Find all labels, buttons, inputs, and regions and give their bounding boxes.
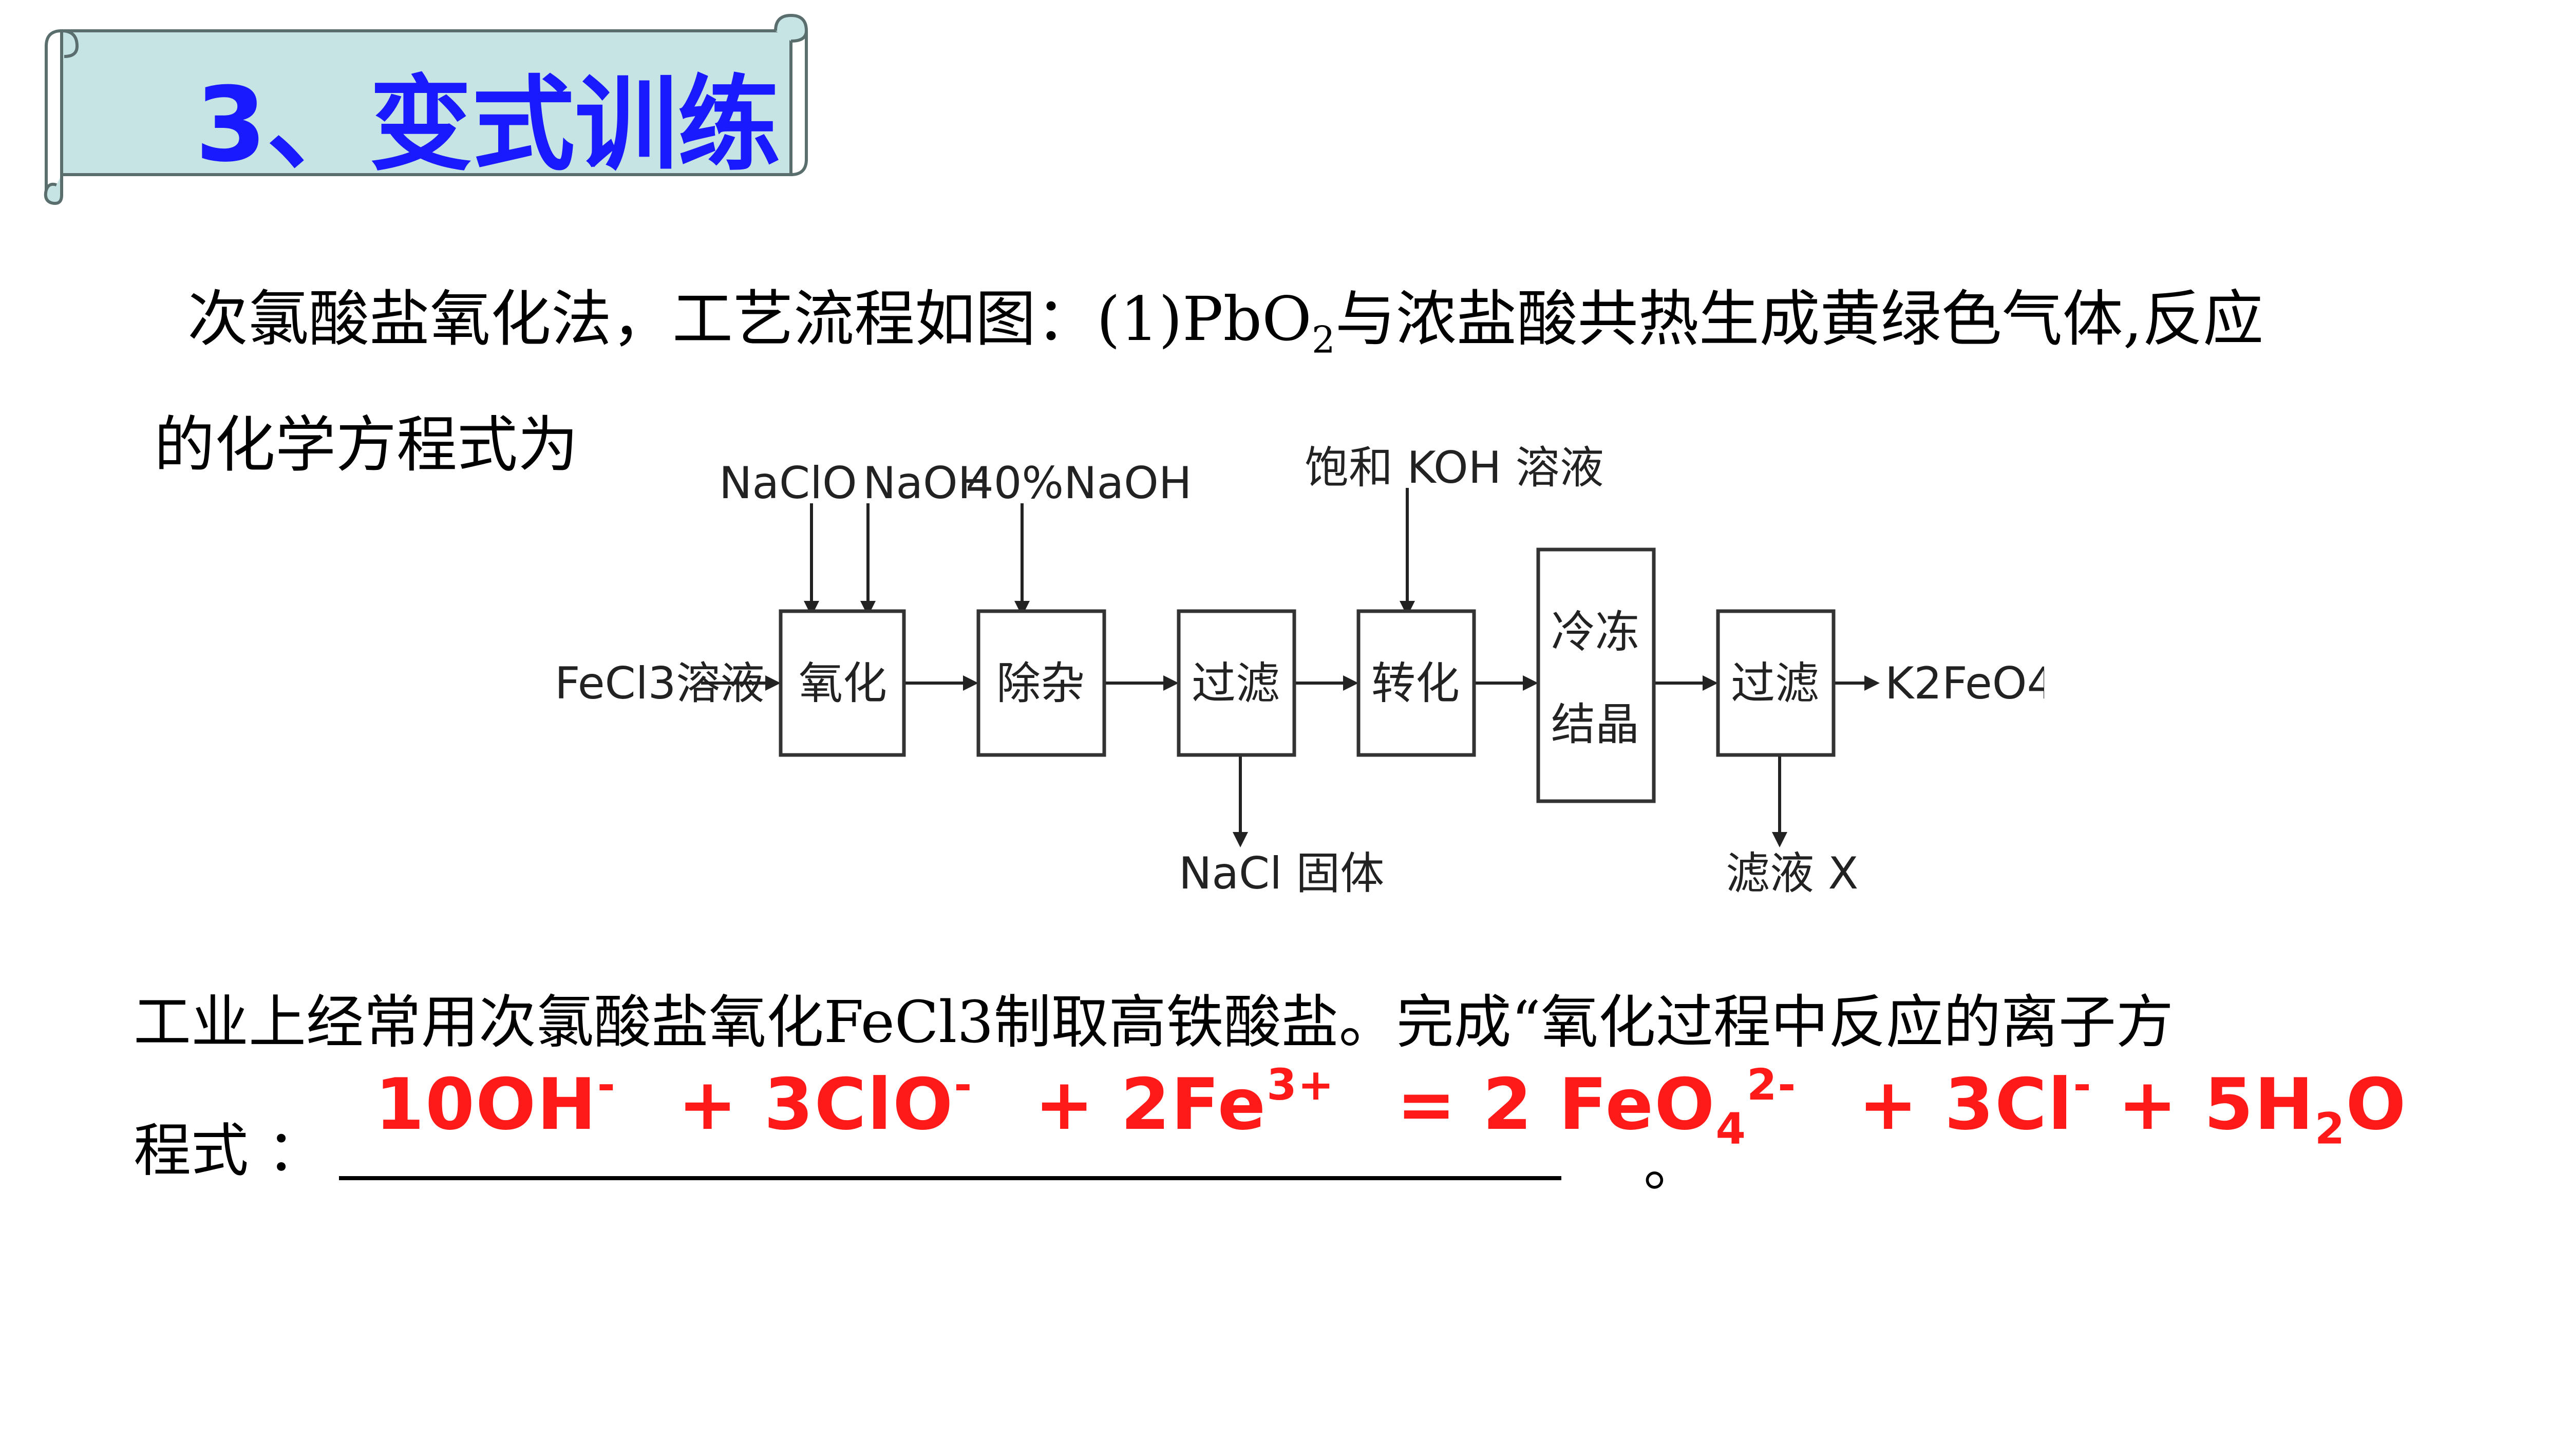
step-filter-2: 过滤 xyxy=(1731,658,1819,709)
title-banner: 3、变式训练 xyxy=(41,10,811,205)
input-fecl3: FeCl3溶液 xyxy=(555,658,764,709)
process-flowchart: NaClO NaOH 40%NaOH 饱和 KOH 溶液 FeCl3溶液 氧化 … xyxy=(555,442,2044,899)
answer-charge-iron: 3+ xyxy=(1267,1060,1335,1110)
answer-blank-line xyxy=(339,1176,1561,1180)
answer-charge-chloride: - xyxy=(2073,1060,2092,1110)
answer-term-hydroxide: 10OH xyxy=(375,1063,597,1146)
question2-period: 。 xyxy=(1644,1133,1700,1199)
input-naoh-40: 40%NaOH xyxy=(966,458,1192,509)
step-crystallize: 结晶 xyxy=(1551,699,1639,750)
answer-charge-ferrate: 2- xyxy=(1746,1060,1797,1110)
step-oxidation: 氧化 xyxy=(799,658,887,709)
flowchart-labels: NaClO NaOH 40%NaOH 饱和 KOH 溶液 FeCl3溶液 氧化 … xyxy=(555,442,2044,899)
output-product: K2FeO4 固体 xyxy=(1885,658,2044,709)
flowchart-arrows xyxy=(701,488,1880,847)
step-box-oxidation xyxy=(779,609,906,757)
output-nacl: NaCl 固体 xyxy=(1179,848,1384,899)
question2-line2: 程式 ： xyxy=(134,1118,325,1184)
step-impurity-removal: 除杂 xyxy=(996,658,1085,709)
input-koh: 饱和 KOH 溶液 xyxy=(1305,442,1604,494)
step-filter-1: 过滤 xyxy=(1192,658,1280,709)
step-box-freeze xyxy=(1536,547,1656,803)
answer-term-hypochlorite: + 3ClO xyxy=(677,1063,954,1146)
input-naoh: NaOH xyxy=(863,458,991,509)
input-naclo: NaClO xyxy=(719,458,857,509)
answer-term-ferrate: = 2 FeO xyxy=(1396,1063,1716,1146)
answer-term-chloride: + 3Cl xyxy=(1858,1063,2073,1146)
step-freeze: 冷冻 xyxy=(1551,607,1639,658)
answer-sub-ferrate: 4 xyxy=(1715,1103,1747,1154)
question1-line2: 的化学方程式为 xyxy=(154,409,579,480)
step-box-conversion xyxy=(1356,609,1476,757)
step-box-impurity xyxy=(976,609,1106,757)
scroll-shape xyxy=(44,13,808,205)
answer-charge-hypochlorite: - xyxy=(954,1060,973,1110)
question2-line1: 工业上经常用次氯酸盐氧化FeCl3制取高铁酸盐。完成“氧化过程中反应的离子方 xyxy=(134,989,2174,1056)
flowchart-boxes xyxy=(779,547,1836,803)
question1-line1: 次氯酸盐氧化法，工艺流程如图：(1)PbO2与浓盐酸共热生成黄绿色气体,反应 xyxy=(187,270,2263,362)
answer-term-water: + 5H xyxy=(2118,1063,2315,1146)
answer-term-water-o: O xyxy=(2346,1063,2407,1146)
question1-text-a: 次氯酸盐氧化法，工艺流程如图：(1)PbO xyxy=(187,283,1312,354)
step-box-filter1 xyxy=(1177,609,1296,757)
page-title: 3、变式训练 xyxy=(195,65,781,185)
output-filtrate: 滤液 X xyxy=(1726,848,1858,899)
question1-text-b: 与浓盐酸共热生成黄绿色气体,反应 xyxy=(1335,283,2264,354)
step-conversion: 转化 xyxy=(1371,658,1460,709)
question1-subscript: 2 xyxy=(1311,318,1335,362)
answer-charge-hydroxide: - xyxy=(597,1060,616,1110)
answer-sub-water: 2 xyxy=(2314,1103,2346,1154)
answer-term-iron: + 2Fe xyxy=(1034,1063,1267,1146)
step-box-filter2 xyxy=(1716,609,1836,757)
answer-equation: 10OH- + 3ClO- + 2Fe3+ = 2 FeO42- + 3Cl- … xyxy=(375,1060,2407,1154)
